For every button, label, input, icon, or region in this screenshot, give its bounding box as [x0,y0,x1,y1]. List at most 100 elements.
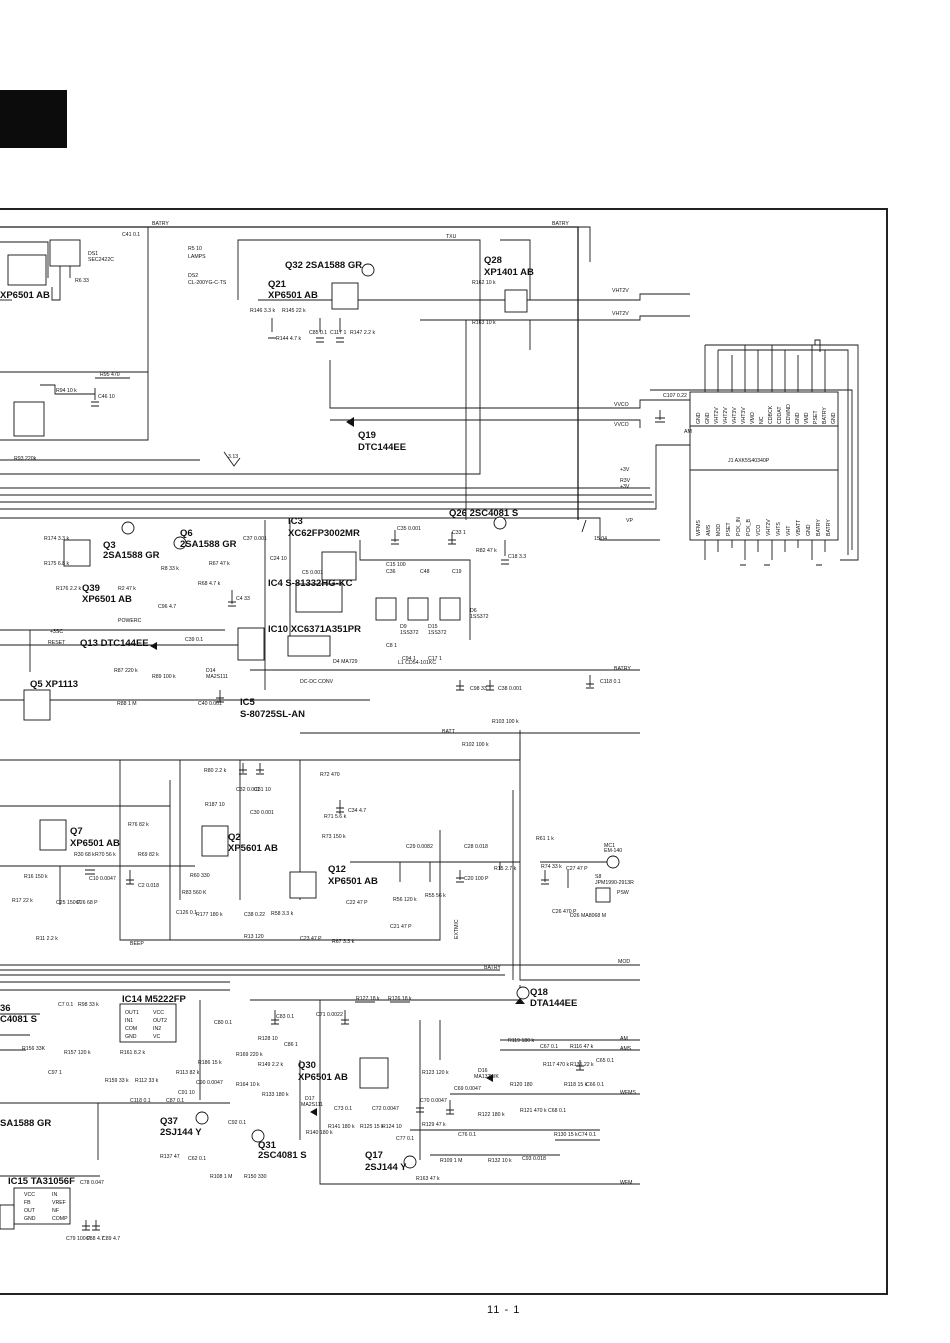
svg-text:C66 0.1: C66 0.1 [586,1082,604,1088]
svg-text:D14: D14 [206,668,216,674]
svg-text:C23 47 P: C23 47 P [300,936,322,942]
svg-text:R94 10 k: R94 10 k [56,388,77,394]
q17-label: Q17 [365,1150,383,1161]
svg-text:1SS372: 1SS372 [470,614,489,620]
svg-text:C26 68 P: C26 68 P [76,900,98,906]
svg-text:EM-140: EM-140 [604,848,622,854]
q7-part: XP6501 AB [70,838,120,849]
q6-part: 2SA1588 GR [180,539,237,550]
svg-text:VVCO: VVCO [614,402,629,408]
svg-text:R72 470: R72 470 [320,772,340,778]
svg-text:C41 0.1: C41 0.1 [122,232,140,238]
j1-pin-label-bottom: BATRY [826,519,832,536]
j1-pin-label-bottom: PCK_IN [736,517,742,536]
svg-text:VVCO: VVCO [614,422,629,428]
svg-text:+3V: +3V [620,484,630,490]
svg-text:AMS: AMS [620,1046,632,1052]
svg-text:D16: D16 [478,1068,488,1074]
q31-label: Q31 [258,1140,277,1151]
svg-text:D6: D6 [470,608,477,614]
svg-text:C69 0.0047: C69 0.0047 [454,1086,481,1092]
svg-text:C20 100 P: C20 100 P [464,876,489,882]
svg-text:R136 22 k: R136 22 k [570,1062,594,1068]
svg-text:COMP: COMP [52,1216,68,1222]
ic15-label: IC15 TA31056F [8,1176,75,1187]
svg-text:C67 0.1: C67 0.1 [540,1044,558,1050]
svg-text:R109 1 M: R109 1 M [440,1158,463,1164]
svg-text:1SS372: 1SS372 [428,630,447,636]
svg-text:R132 10 k: R132 10 k [488,1158,512,1164]
xp6501-top-label: XP6501 AB [0,290,50,301]
svg-text:R112 33 k: R112 33 k [135,1078,159,1084]
svg-text:C72 0.0047: C72 0.0047 [372,1106,399,1112]
svg-text:R15 2.7 k: R15 2.7 k [494,866,517,872]
svg-text:OUT1: OUT1 [125,1010,139,1016]
svg-text:R141 180 k: R141 180 k [328,1124,355,1130]
svg-text:OUT2: OUT2 [153,1018,167,1024]
svg-text:FB: FB [24,1200,31,1206]
j1-pin-label-top: NC [759,416,765,424]
j1-pin-label-top: VHT2V [714,407,720,424]
q28-part: XP1401 AB [484,267,534,278]
svg-text:R119 180 k: R119 180 k [508,1038,535,1044]
svg-text:C126 0.1: C126 0.1 [176,910,197,916]
svg-text:R67 47 k: R67 47 k [209,561,230,567]
j1-pin-label-bottom: VCO [756,525,762,536]
q7-label: Q7 [70,826,83,837]
page-number: 11 - 1 [487,1304,521,1316]
svg-text:R145 22 k: R145 22 k [282,308,306,314]
svg-text:R187 10: R187 10 [205,802,225,808]
svg-text:R133 180 k: R133 180 k [262,1092,289,1098]
svg-text:C4 33: C4 33 [236,596,250,602]
svg-text:S8: S8 [595,874,601,880]
passive-marks [0,318,600,1231]
svg-text:R122 180 k: R122 180 k [478,1112,505,1118]
ic10-label: IC10 XC6371A351PR [268,624,361,635]
svg-text:MA132WK: MA132WK [474,1074,499,1080]
svg-text:C98 33: C98 33 [470,686,487,692]
svg-text:WFM: WFM [620,1180,632,1186]
svg-text:DS1: DS1 [88,251,98,257]
ic4-label: IC4 S-81332HG-KC [268,578,353,589]
svg-text:+3SC: +3SC [50,629,63,635]
svg-text:J1 AXK5S40340P: J1 AXK5S40340P [728,458,770,464]
ic14-label: IC14 M5222FP [122,994,187,1005]
svg-text:C73 0.1: C73 0.1 [334,1106,352,1112]
svg-text:C38 0.22: C38 0.22 [244,912,265,918]
j1-pin-label-bottom: VHTS [776,522,782,536]
svg-text:R3V: R3V [620,478,631,484]
svg-text:R17 22 k: R17 22 k [12,898,33,904]
svg-text:R124 10: R124 10 [382,1124,402,1130]
transistor-symbols [121,263,530,1169]
svg-text:R68 4.7 k: R68 4.7 k [198,581,221,587]
svg-text:R71 5.6 k: R71 5.6 k [324,814,347,820]
q17-part: 2SJ144 Y [365,1162,407,1173]
q37-label: Q37 [160,1116,178,1127]
svg-text:C36: C36 [386,569,396,575]
j1-pin-label-bottom: PSET [726,522,732,536]
svg-text:C22 47 P: C22 47 P [346,900,368,906]
svg-text:CL-200YG-C-TS: CL-200YG-C-TS [188,280,227,286]
svg-text:R113 82 k: R113 82 k [176,1070,200,1076]
svg-text:BATRY: BATRY [152,221,169,227]
svg-text:C34 4.7: C34 4.7 [348,808,366,814]
schematic-frame [0,208,888,1295]
j1-pin-label-bottom: PCK_B [746,518,752,536]
q28-label: Q28 [484,255,502,266]
svg-text:C117 1: C117 1 [330,330,346,336]
svg-text:C74 0.1: C74 0.1 [578,1132,596,1138]
svg-text:R93 220k: R93 220k [14,456,37,462]
svg-text:C40 0.001: C40 0.001 [198,701,222,707]
j1-pin-label-top: CDDAT [777,406,783,424]
svg-text:DS2: DS2 [188,273,198,279]
component-labels: Q32 2SA1588 GR Q28 XP1401 AB Q21 XP6501 … [0,255,577,1187]
q3-part: 2SA1588 GR [103,550,160,561]
svg-text:BATRY: BATRY [484,965,501,971]
svg-text:1SS372: 1SS372 [400,630,419,636]
svg-text:C38 0.001: C38 0.001 [498,686,522,692]
svg-text:R98 33 k: R98 33 k [78,1002,99,1008]
svg-text:C28 0.018: C28 0.018 [464,844,488,850]
svg-text:TXU: TXU [446,234,457,240]
q3-label: Q3 [103,540,116,551]
q19-label: Q19 [358,430,376,441]
